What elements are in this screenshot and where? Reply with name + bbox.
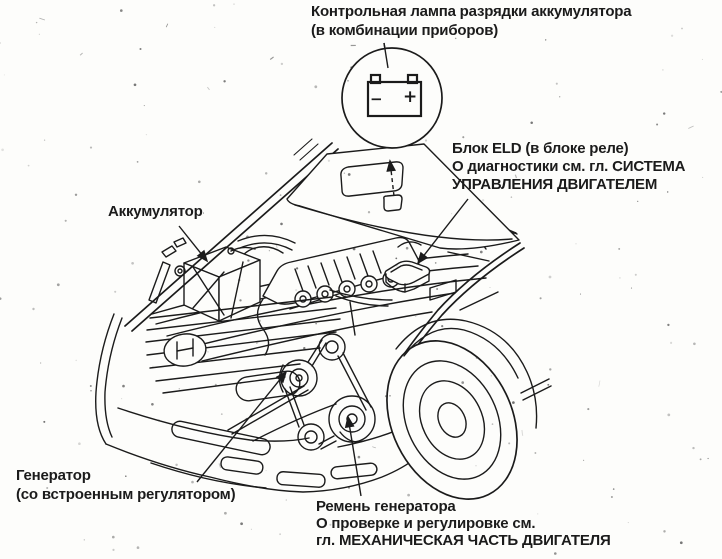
left-fender [95,237,187,445]
generator-belt-label-line1: Ремень генератора [316,498,456,515]
relay-box-drawing [384,260,457,301]
hood-vent [340,161,404,197]
warning-lamp-label-line1: Контрольная лампа разрядки аккумулятора [311,3,632,20]
engine-drawing [237,234,422,356]
battery-minus-glyph: − [370,90,383,108]
generator-label: Генератор (со встроенным регулятором) [16,466,236,504]
callout-lines [178,42,469,497]
generator-belt-label: Ремень генератора О проверке и регулиров… [316,498,611,549]
grille [145,296,341,394]
car-drawing [95,138,552,500]
arrow-into-circle [383,42,389,69]
battery-warning-lamp-icon: − + [366,73,423,118]
magnifier: − + [341,42,443,149]
battery-leader-arrow [178,225,209,263]
generator-leader-arrow [196,370,288,483]
eld-block-label-line1: Блок ELD (в блоке реле) [452,140,629,157]
eld-block-label-line2: О диагностики см. гл. СИСТЕМА [452,158,686,175]
headlight [235,370,301,402]
hood-open [124,138,520,332]
generator-belt-label-line3: гл. МЕХАНИЧЕСКАЯ ЧАСТЬ ДВИГАТЕЛЯ [316,532,611,549]
generator-label-line2: (со встроенным регулятором) [16,486,236,503]
battery-label-line1: Аккумулятор [108,203,203,220]
battery-plus-glyph: + [403,87,417,107]
warning-lamp-label: Контрольная лампа разрядки аккумулятора … [311,2,632,40]
cluster-indicator-shape [383,194,403,212]
eld-block-label: Блок ELD (в блоке реле) О диагностики см… [452,140,685,194]
magnifier-circle [341,47,443,149]
generator-label-line1: Генератор [16,467,91,484]
warning-lamp-label-line2: (в комбинации приборов) [311,22,499,39]
battery-label: Аккумулятор [108,203,203,221]
generator-belt-label-line2: О проверке и регулировке см. [316,515,536,532]
belt-leader-arrow [344,415,362,497]
eld-leader-arrow [416,198,469,265]
bumper [105,407,418,493]
magnifier-dashed-arrow [386,159,397,197]
scan-noise [0,3,722,555]
eld-block-label-line3: УПРАВЛЕНИЯ ДВИГАТЕЛЕМ [452,176,658,193]
front-wheel [386,318,552,500]
